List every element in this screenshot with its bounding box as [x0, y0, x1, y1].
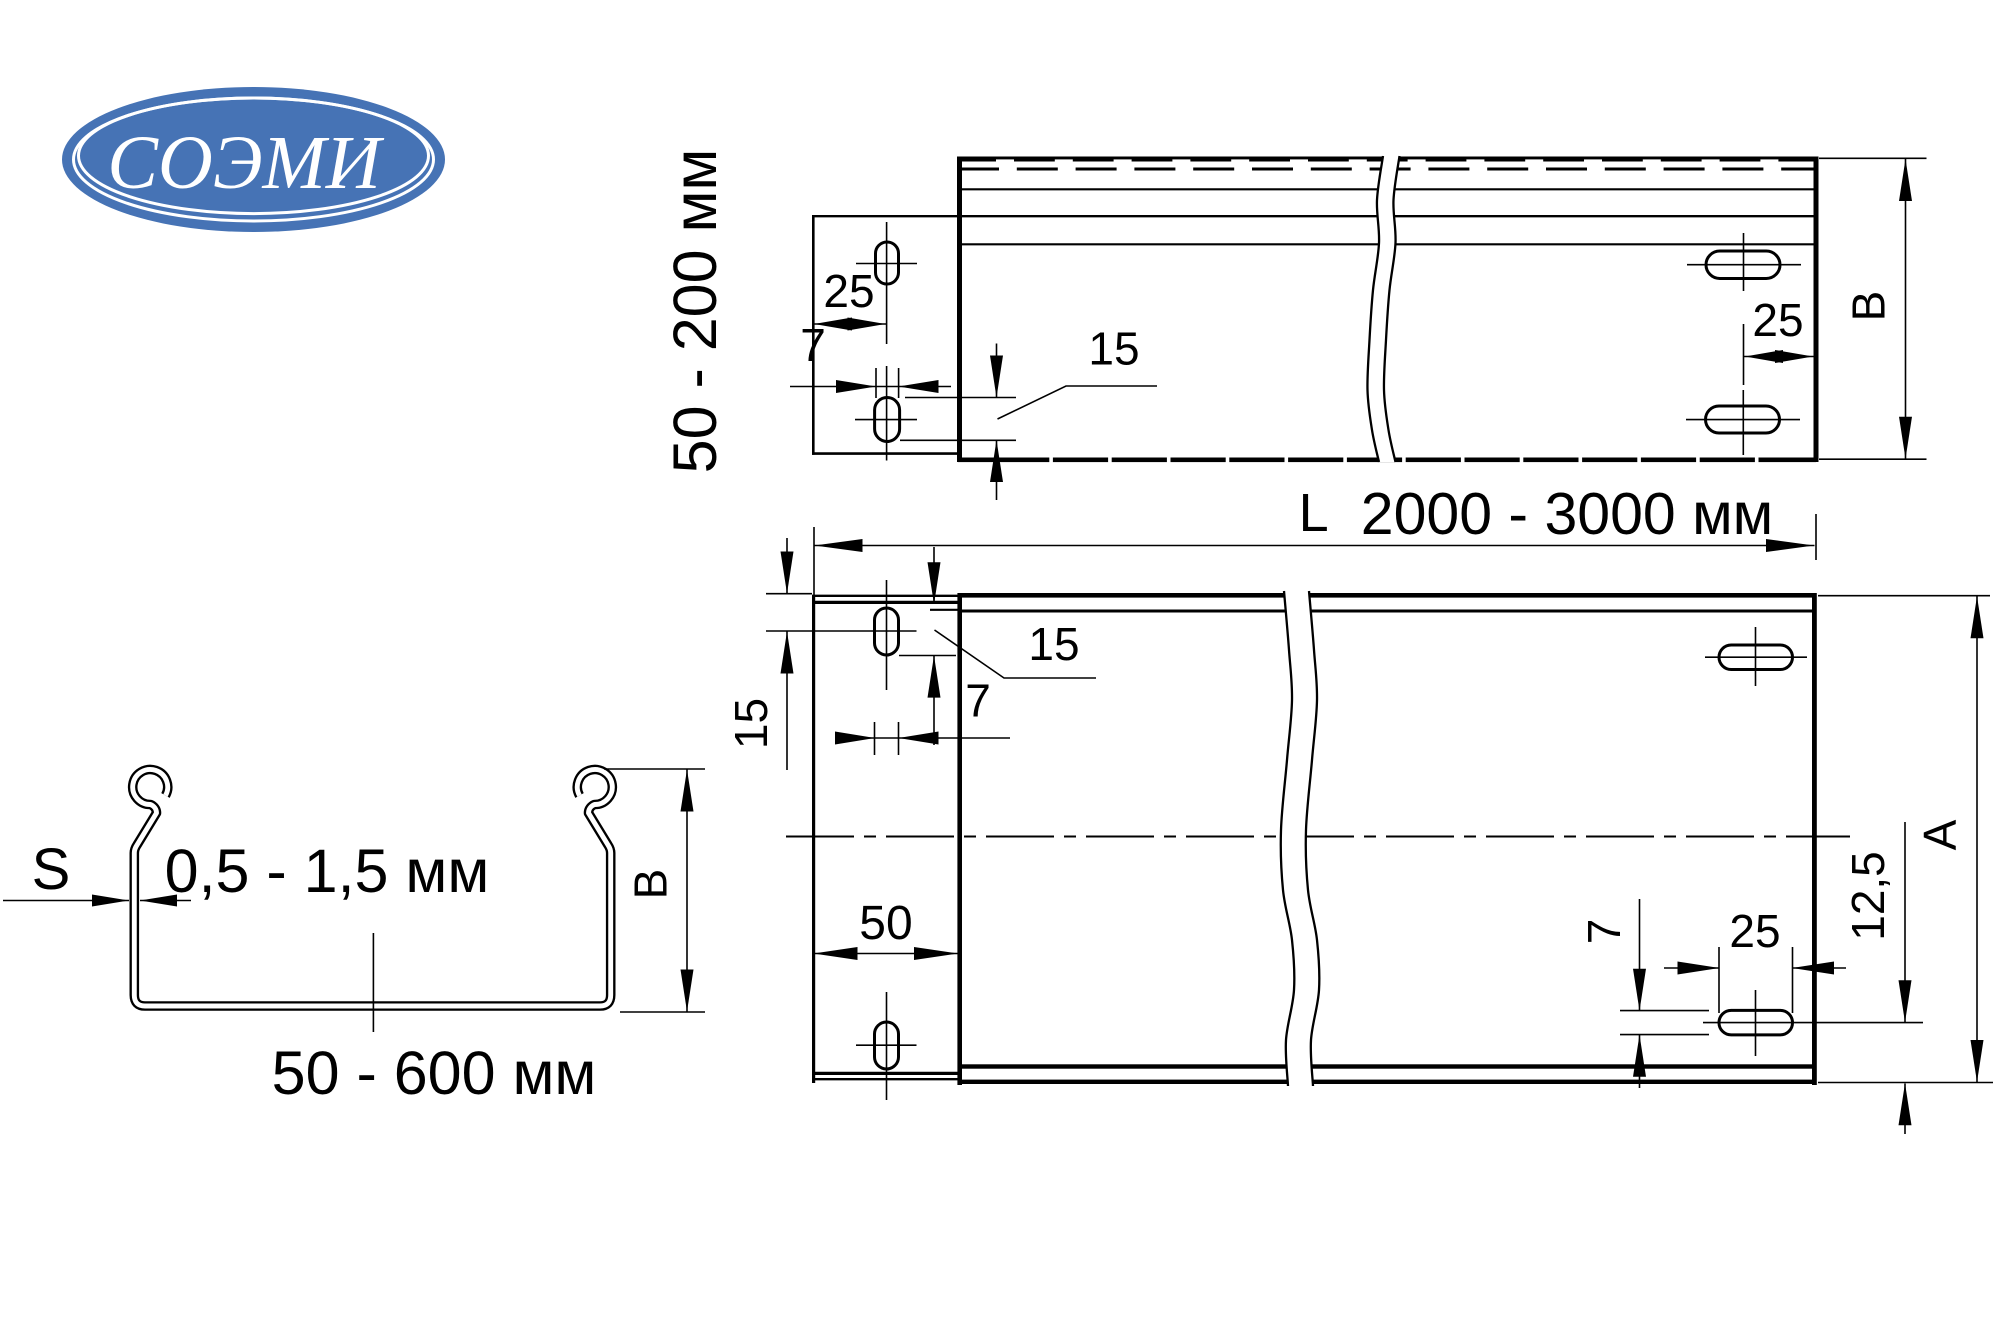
svg-text:50 - 600 мм: 50 - 600 мм	[272, 1039, 597, 1107]
svg-text:B: B	[1843, 291, 1895, 322]
svg-text:7: 7	[965, 675, 991, 727]
svg-text:15: 15	[1088, 323, 1139, 375]
svg-text:7: 7	[1578, 919, 1630, 945]
svg-text:50: 50	[859, 897, 912, 950]
svg-text:0,5 - 1,5 мм: 0,5 - 1,5 мм	[165, 837, 490, 905]
svg-text:7: 7	[800, 319, 826, 371]
svg-text:L: L	[1299, 483, 1329, 543]
svg-text:12,5: 12,5	[1842, 851, 1894, 941]
svg-text:50 - 200 мм: 50 - 200 мм	[661, 149, 729, 474]
svg-text:2000 - 3000 мм: 2000 - 3000 мм	[1361, 481, 1773, 547]
svg-text:A: A	[1914, 819, 1966, 850]
svg-text:25: 25	[1752, 294, 1803, 346]
svg-text:S: S	[32, 837, 71, 902]
svg-text:25: 25	[1729, 905, 1780, 957]
svg-text:15: 15	[725, 698, 777, 749]
svg-text:25: 25	[823, 265, 874, 317]
svg-text:B: B	[625, 869, 677, 900]
svg-text:СОЭМИ: СОЭМИ	[107, 121, 385, 205]
svg-text:15: 15	[1028, 618, 1079, 670]
